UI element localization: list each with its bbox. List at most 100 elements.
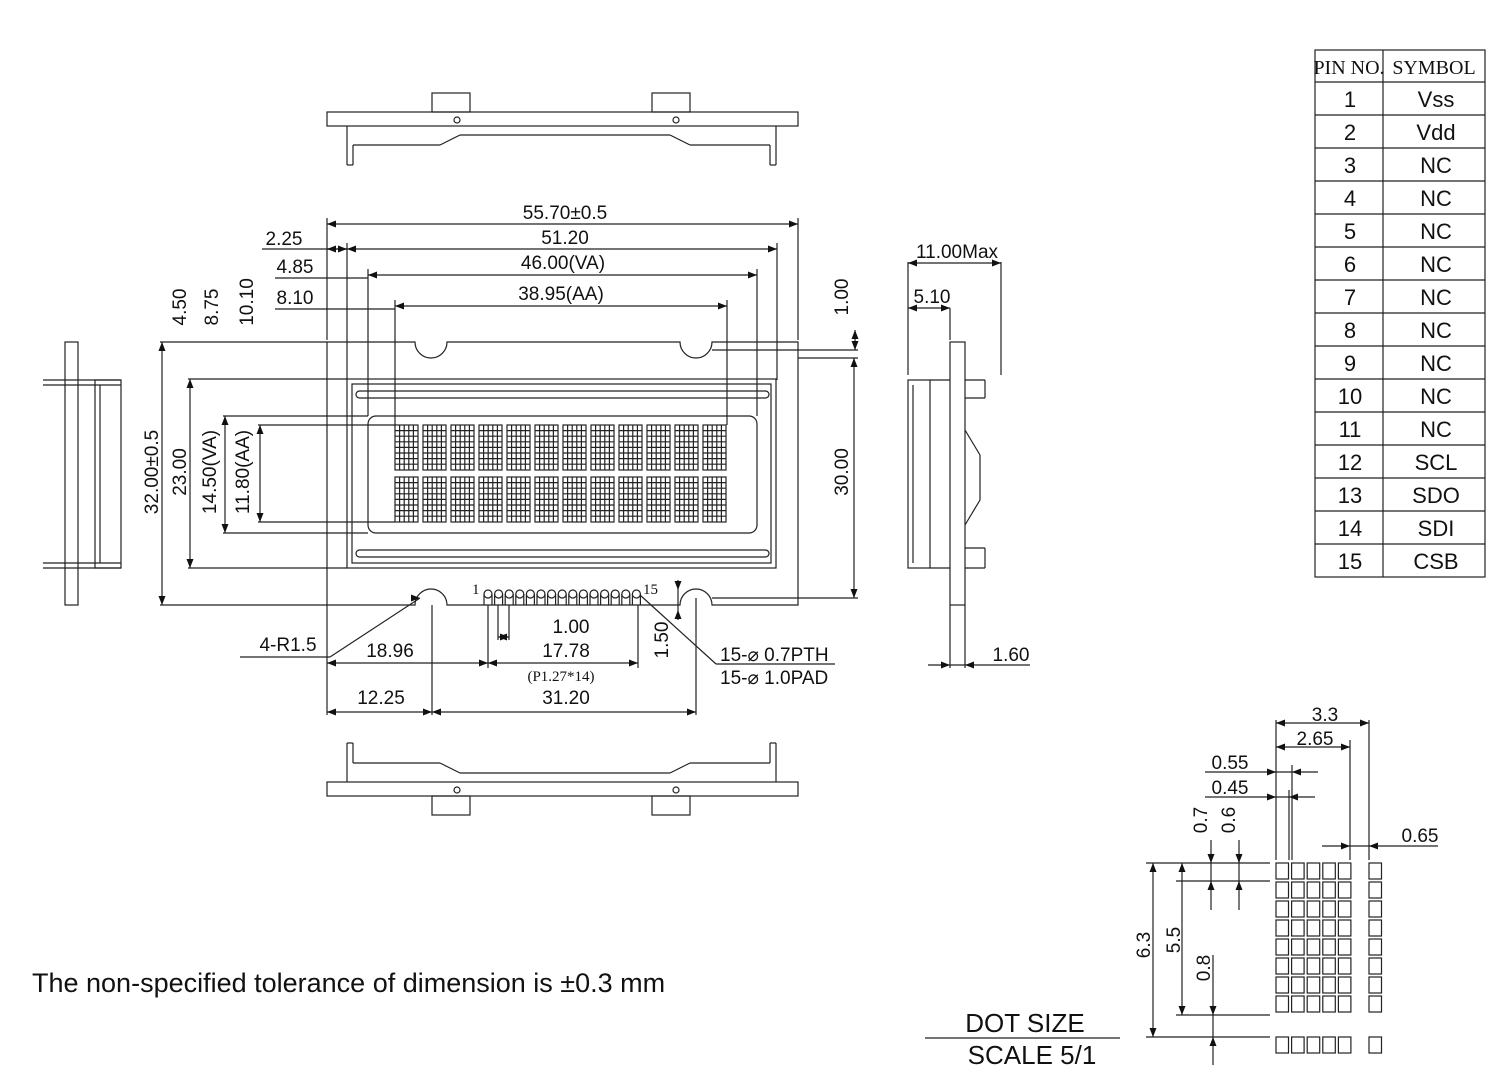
dot	[1368, 919, 1383, 937]
pin-pad	[578, 589, 589, 599]
dim-30-00: 30.00	[832, 448, 853, 496]
dim-4-85: 4.85	[277, 257, 314, 278]
arrow-head	[256, 513, 264, 522]
hole	[672, 786, 680, 794]
arrow-head	[674, 581, 682, 590]
dot	[1306, 862, 1321, 880]
dim-char-gap: 0.65	[1402, 826, 1439, 847]
top-view-tab	[651, 92, 691, 113]
arrow-head	[186, 559, 194, 568]
dim-overall-width: 55.70±0.5	[523, 203, 607, 224]
dot-size-detail: 3.3 2.65 0.55 0.45 0.7 0.6 0.65 6.3 5.5 …	[965, 705, 1438, 1070]
top-view-body	[326, 111, 799, 127]
viewing-area	[367, 415, 758, 534]
pin-pad	[568, 589, 578, 599]
arrow-head	[488, 659, 497, 667]
dot	[1290, 900, 1305, 918]
pin-symbol: NC	[1420, 186, 1452, 211]
dim-dot-width: 0.45	[1212, 778, 1249, 799]
dim-12-25: 12.25	[357, 688, 405, 709]
line	[669, 762, 691, 774]
dim-5-10: 5.10	[914, 287, 951, 308]
arrow-head	[1149, 863, 1157, 872]
backlight-strip	[355, 549, 770, 558]
dot	[1290, 862, 1305, 880]
dot	[1337, 938, 1352, 956]
bottom-view-tab	[431, 795, 471, 816]
dim-pin-pitch: 1.00	[553, 617, 590, 638]
dot	[1275, 938, 1290, 956]
arrow-head	[1207, 854, 1215, 863]
pin-number: 4	[1344, 186, 1356, 211]
top-view-tab	[431, 92, 471, 113]
arrow-head	[368, 271, 377, 279]
pin-number: 6	[1344, 252, 1356, 277]
dim-aa-width: 38.95(AA)	[518, 284, 604, 305]
arrow-head	[1341, 842, 1350, 850]
arrow-head	[1209, 1006, 1217, 1015]
dim-char-height: 6.3	[1134, 932, 1155, 958]
dot	[1275, 995, 1290, 1013]
dot	[1322, 957, 1336, 975]
dot	[1368, 900, 1383, 918]
dim-max-thickness: 11.00Max	[916, 242, 999, 263]
dot	[1306, 957, 1321, 975]
line	[439, 134, 461, 146]
pin-number: 11	[1339, 417, 1362, 442]
dot	[1290, 881, 1305, 899]
dot	[1275, 957, 1290, 975]
dot	[1322, 862, 1336, 880]
line	[439, 762, 461, 774]
dim-va-width: 46.00(VA)	[521, 253, 605, 274]
pin-symbol: SDO	[1412, 483, 1460, 508]
pin-symbol: SCL	[1415, 450, 1458, 475]
arrow-head	[789, 220, 798, 228]
arrow-head	[327, 220, 336, 228]
pin-pad	[557, 589, 567, 599]
dim-1-60: 1.60	[993, 645, 1030, 666]
dot	[1337, 957, 1352, 975]
pin-symbol: NC	[1420, 417, 1452, 442]
hole	[453, 116, 461, 124]
arrow-head	[748, 271, 757, 279]
dot	[1275, 919, 1290, 937]
arrow-head	[1207, 881, 1215, 890]
scale-label: SCALE 5/1	[968, 1040, 1097, 1070]
pin-number: 9	[1344, 351, 1356, 376]
arrow-head	[1341, 743, 1350, 751]
dim-cursor-gap: 0.8	[1194, 955, 1215, 981]
pin-pad	[536, 589, 546, 599]
arrow-head	[1276, 719, 1285, 727]
pin-symbol: NC	[1420, 285, 1452, 310]
arrow-head	[1178, 1006, 1186, 1015]
dot	[1290, 976, 1305, 994]
arrow-head	[850, 358, 858, 367]
dim-va-height: 14.50(VA)	[200, 430, 221, 514]
dot	[1368, 938, 1383, 956]
dot	[1322, 938, 1336, 956]
cursor-dot	[1337, 1036, 1352, 1054]
line	[639, 594, 717, 665]
arrow-head	[718, 302, 727, 310]
arrow-head	[432, 708, 441, 716]
dot	[1290, 938, 1305, 956]
dot	[1306, 938, 1321, 956]
dim-1-50: 1.50	[652, 622, 673, 659]
dot-size-title: DOT SIZE	[965, 1008, 1084, 1038]
arrow-head	[1369, 842, 1378, 850]
pin-pad	[631, 589, 642, 599]
dot	[1275, 881, 1290, 899]
dot	[1322, 919, 1336, 937]
dim-overall-height: 32.00±0.5	[142, 430, 163, 514]
dot	[1368, 976, 1383, 994]
arrow-head	[1209, 1037, 1217, 1046]
pin-number: 1	[1344, 87, 1356, 112]
pin-1-label: 1	[472, 582, 480, 598]
hole	[672, 116, 680, 124]
backlight-strip	[355, 390, 770, 399]
arrow-head	[687, 708, 696, 716]
dim-2-25: 2.25	[266, 229, 303, 250]
pin-symbol: NC	[1420, 318, 1452, 343]
